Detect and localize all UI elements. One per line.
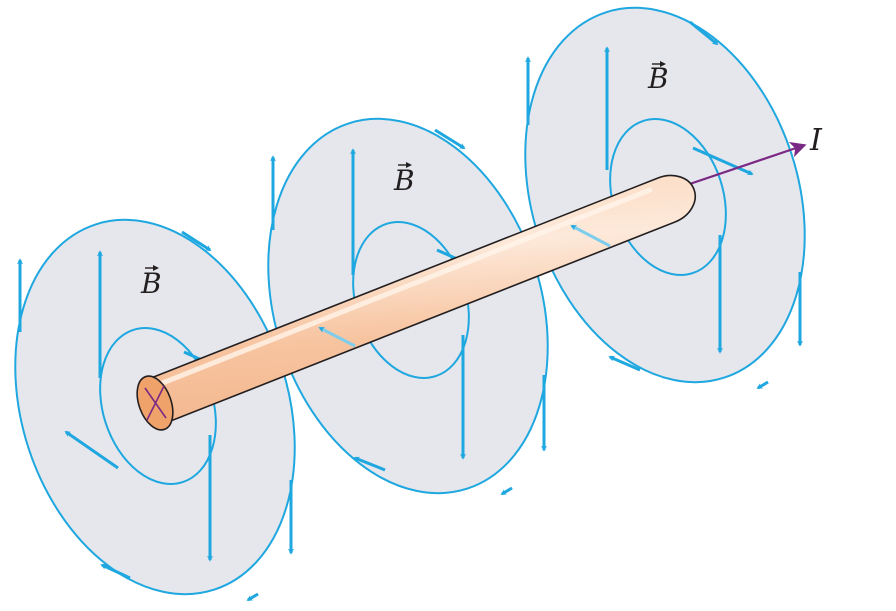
field-label-2-text: B (393, 164, 415, 197)
field-arrows-over-wire (318, 224, 611, 348)
wire-body (144, 174, 696, 426)
field-label-2: B (393, 162, 415, 197)
field-label-1: B (140, 265, 162, 300)
field-direction-arrows-3 (525, 20, 803, 390)
field-label-3-text: B (647, 62, 669, 95)
field-label-3: B (647, 61, 669, 95)
wire-highlight (157, 187, 653, 387)
current-label: I (809, 123, 823, 158)
field-label-1-text: B (140, 267, 162, 300)
field-direction-arrows-1 (17, 230, 294, 602)
current-carrying-wire (136, 174, 696, 431)
current-into-page-cross-icon (144, 385, 167, 421)
